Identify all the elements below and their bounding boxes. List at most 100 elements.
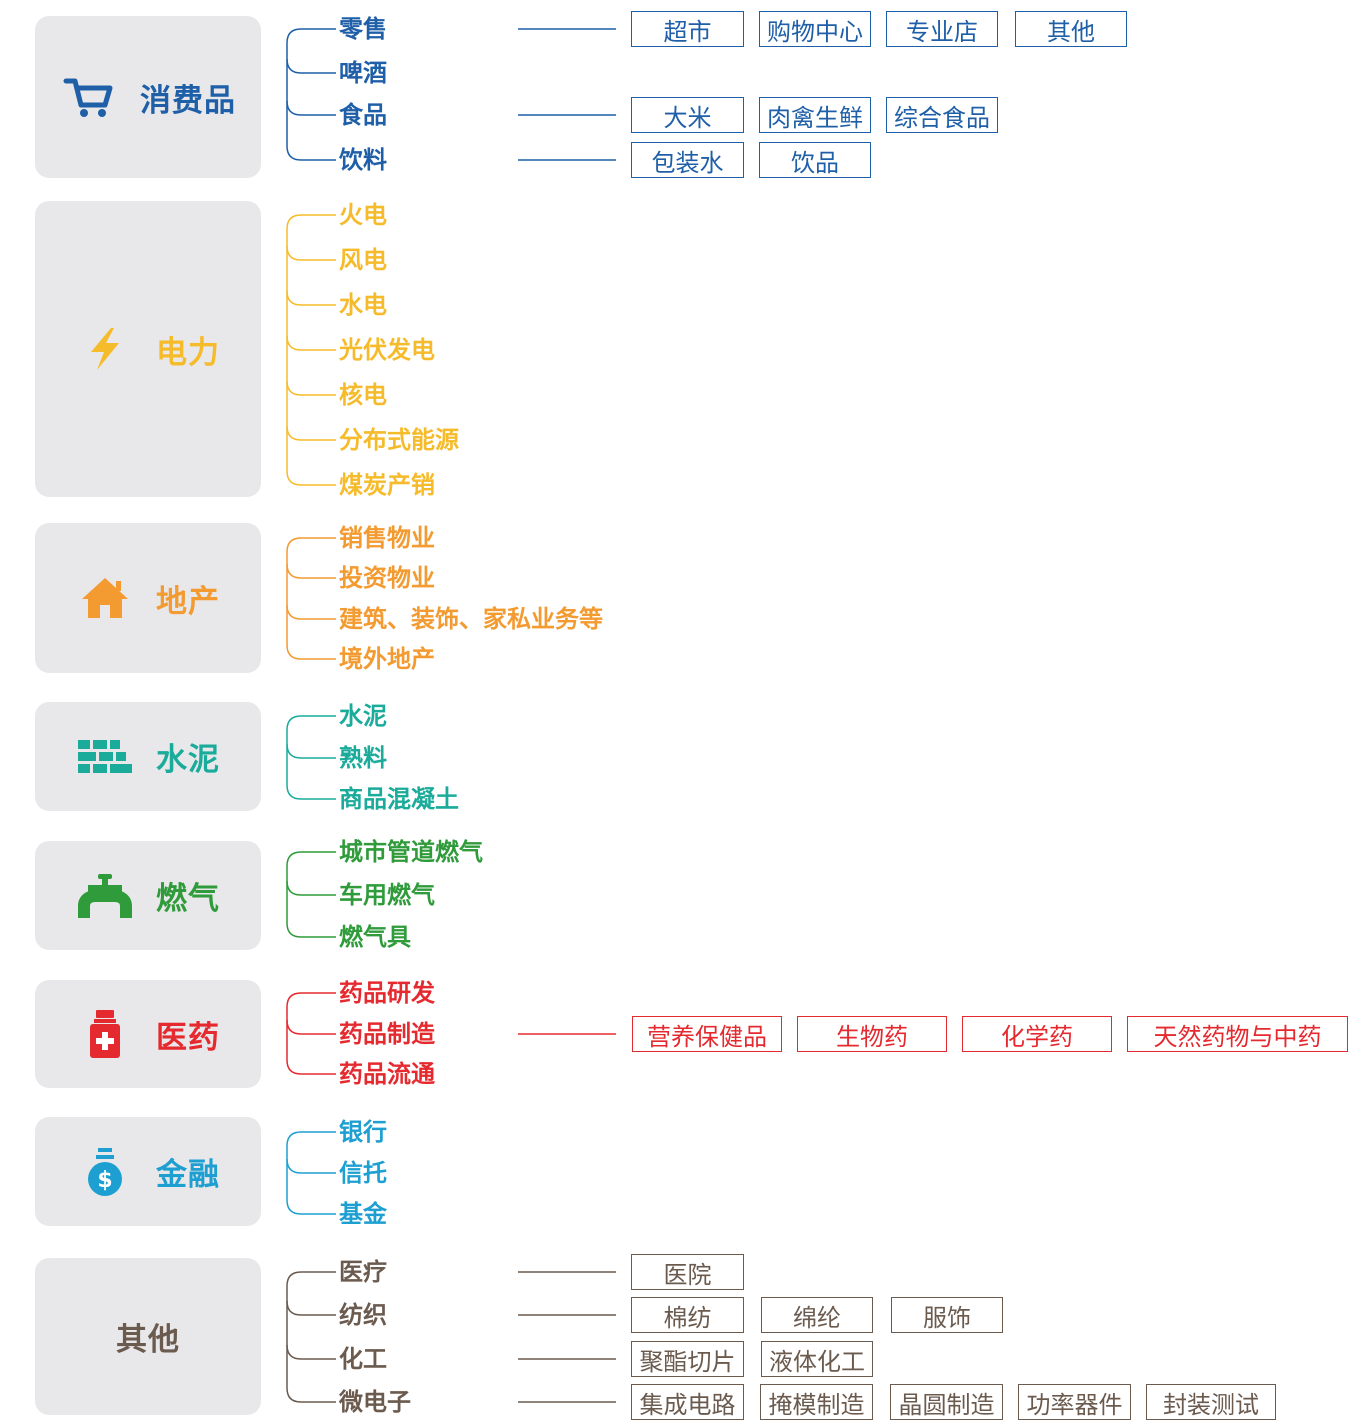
leaf-box: 购物中心 — [759, 11, 871, 47]
sub-item-label: 风电 — [339, 246, 387, 274]
leaf-box: 生物药 — [797, 1016, 947, 1052]
bracket-tick — [286, 604, 336, 620]
bracket-tick — [286, 1019, 336, 1035]
shopping-cart-icon — [60, 71, 118, 123]
leaf-box: 液体化工 — [761, 1341, 873, 1377]
leaf-box: 肉禽生鲜 — [759, 97, 871, 133]
bracket-tick — [286, 880, 336, 896]
leaf-box: 掩模制造 — [760, 1384, 873, 1420]
category-label: 其他 — [116, 1322, 180, 1358]
bracket-tick — [286, 1158, 336, 1174]
house-icon — [76, 572, 134, 624]
bracket-consumer — [286, 28, 336, 161]
bracket-other — [286, 1271, 336, 1403]
sub-item-label: 银行 — [339, 1118, 387, 1146]
leaf-box: 绵纶 — [761, 1297, 873, 1333]
bracket-tick — [286, 245, 336, 261]
leaf-box: 集成电路 — [631, 1384, 744, 1420]
leaf-box: 服饰 — [891, 1297, 1003, 1333]
lightning-bolt-icon — [76, 323, 134, 375]
category-box-cement: 水泥 — [35, 702, 261, 811]
sub-item-label: 水电 — [339, 291, 387, 319]
category-label: 金融 — [156, 1157, 220, 1193]
sub-item-label: 啤酒 — [339, 59, 387, 87]
leaf-box: 封装测试 — [1146, 1384, 1276, 1420]
sub-item-label: 境外地产 — [339, 645, 435, 673]
bracket-power — [286, 214, 336, 486]
category-box-other: 其他 — [35, 1258, 261, 1415]
category-label: 电力 — [156, 334, 220, 371]
sub-item-label: 煤炭产销 — [339, 471, 435, 499]
leaf-box: 专业店 — [886, 11, 998, 47]
sub-item-label: 药品流通 — [339, 1060, 435, 1088]
sub-item-label: 火电 — [339, 201, 387, 229]
category-label: 水泥 — [156, 742, 220, 778]
bracket-tick — [286, 1344, 336, 1360]
leaf-box: 其他 — [1015, 11, 1127, 47]
brick-wall-icon — [76, 731, 134, 783]
leaf-box: 饮品 — [759, 142, 871, 178]
sub-item-label: 化工 — [339, 1345, 387, 1373]
bracket-tick — [286, 1300, 336, 1316]
sub-item-label: 燃气具 — [339, 923, 411, 951]
sub-item-label: 食品 — [339, 101, 387, 129]
sub-item-label: 销售物业 — [339, 524, 435, 552]
bracket-tick — [286, 100, 336, 116]
sub-item-label: 基金 — [339, 1200, 387, 1228]
sub-item-label: 核电 — [339, 381, 387, 409]
sub-item-label: 药品制造 — [339, 1020, 435, 1048]
category-label: 消费品 — [140, 82, 236, 119]
bracket-tick — [286, 290, 336, 306]
sub-item-label: 微电子 — [339, 1388, 411, 1416]
sub-item-label: 商品混凝土 — [339, 785, 459, 813]
category-box-gas: 燃气 — [35, 841, 261, 950]
category-box-power: 电力 — [35, 201, 261, 497]
sub-item-label: 分布式能源 — [339, 426, 459, 454]
category-label: 医药 — [156, 1019, 220, 1056]
sub-item-label: 信托 — [339, 1159, 387, 1187]
sub-item-label: 饮料 — [339, 146, 387, 174]
svg-text:$: $ — [97, 1168, 112, 1193]
bracket-tick — [286, 58, 336, 74]
bracket-cement — [286, 715, 336, 800]
leaf-box: 综合食品 — [886, 97, 998, 133]
leaf-box: 功率器件 — [1018, 1384, 1131, 1420]
category-label: 燃气 — [156, 881, 220, 917]
bracket-tick — [286, 380, 336, 396]
bracket-tick — [286, 425, 336, 441]
sub-item-label: 水泥 — [339, 702, 387, 730]
leaf-box: 晶圆制造 — [890, 1384, 1003, 1420]
sub-item-label: 车用燃气 — [339, 881, 435, 909]
category-box-realestate: 地产 — [35, 523, 261, 673]
sub-item-label: 医疗 — [339, 1258, 387, 1286]
leaf-box: 大米 — [631, 97, 744, 133]
sub-item-label: 纺织 — [339, 1301, 387, 1329]
sub-item-label: 药品研发 — [339, 979, 435, 1007]
bracket-gas — [286, 851, 336, 938]
leaf-box: 超市 — [631, 11, 744, 47]
leaf-box: 营养保健品 — [632, 1016, 782, 1052]
bracket-pharma — [286, 992, 336, 1075]
leaf-box: 棉纺 — [631, 1297, 744, 1333]
category-label: 地产 — [156, 583, 220, 620]
category-box-consumer: 消费品 — [35, 16, 261, 178]
category-box-finance: $ 金融 — [35, 1117, 261, 1226]
leaf-box: 聚酯切片 — [631, 1341, 744, 1377]
bracket-tick — [286, 743, 336, 759]
sub-item-label: 建筑、装饰、家私业务等 — [339, 605, 603, 633]
sub-item-label: 光伏发电 — [339, 336, 435, 364]
leaf-box: 包装水 — [631, 142, 744, 178]
sub-item-label: 投资物业 — [339, 564, 435, 592]
money-bag-icon: $ — [76, 1146, 134, 1198]
bracket-realestate — [286, 537, 336, 660]
sub-item-label: 城市管道燃气 — [339, 838, 483, 866]
category-box-pharma: 医药 — [35, 980, 261, 1088]
sub-item-label: 零售 — [339, 15, 387, 43]
bracket-tick — [286, 335, 336, 351]
leaf-box: 天然药物与中药 — [1127, 1016, 1348, 1052]
leaf-box: 化学药 — [962, 1016, 1112, 1052]
leaf-box: 医院 — [631, 1254, 744, 1290]
sub-item-label: 熟料 — [339, 744, 387, 772]
